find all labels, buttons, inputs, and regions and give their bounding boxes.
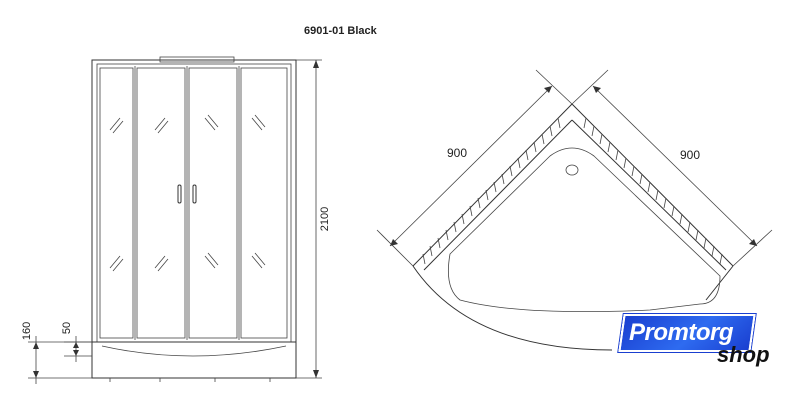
left-fixed-panel — [99, 67, 134, 339]
right-width-dimension: 900 — [571, 69, 773, 267]
tray-height-dimension: 160 — [21, 322, 92, 384]
drain-hole — [565, 164, 579, 176]
left-wall-hatching — [422, 117, 561, 265]
right-fixed-panel — [240, 67, 288, 339]
height-label: 2100 — [319, 207, 331, 231]
shower-tray — [91, 341, 297, 379]
tray-basin — [447, 147, 721, 313]
left-wall-outer — [412, 103, 573, 267]
promtorg-shop-logo[interactable]: Promtorg shop — [618, 312, 781, 372]
front-view: 2100 160 50 — [21, 56, 331, 384]
logo-bottom-text: shop — [717, 342, 770, 367]
left-width-dimension: 900 — [376, 69, 573, 267]
right-wall-inner — [571, 119, 727, 271]
right-door-handle — [192, 184, 197, 204]
drawing-title: 6901-01 Black — [304, 25, 378, 37]
tray-height-label: 160 — [21, 322, 33, 340]
cabin-frame — [91, 59, 297, 343]
height-dimension: 2100 — [296, 59, 331, 379]
right-wall-outer — [571, 103, 734, 267]
step-height-label: 50 — [61, 322, 73, 334]
left-door-panel — [136, 67, 186, 339]
right-door-panel — [188, 67, 238, 339]
tray-front-curve — [412, 265, 613, 351]
top-cap — [159, 56, 235, 63]
left-width-label: 900 — [447, 146, 467, 160]
top-view: 900 900 — [376, 69, 773, 351]
glass-reflection-marks — [109, 114, 266, 272]
left-door-handle — [177, 184, 182, 204]
right-wall-hatching — [583, 117, 723, 265]
left-wall-inner — [423, 119, 573, 271]
step-height-dimension: 50 — [61, 322, 92, 362]
right-width-label: 900 — [680, 148, 700, 162]
